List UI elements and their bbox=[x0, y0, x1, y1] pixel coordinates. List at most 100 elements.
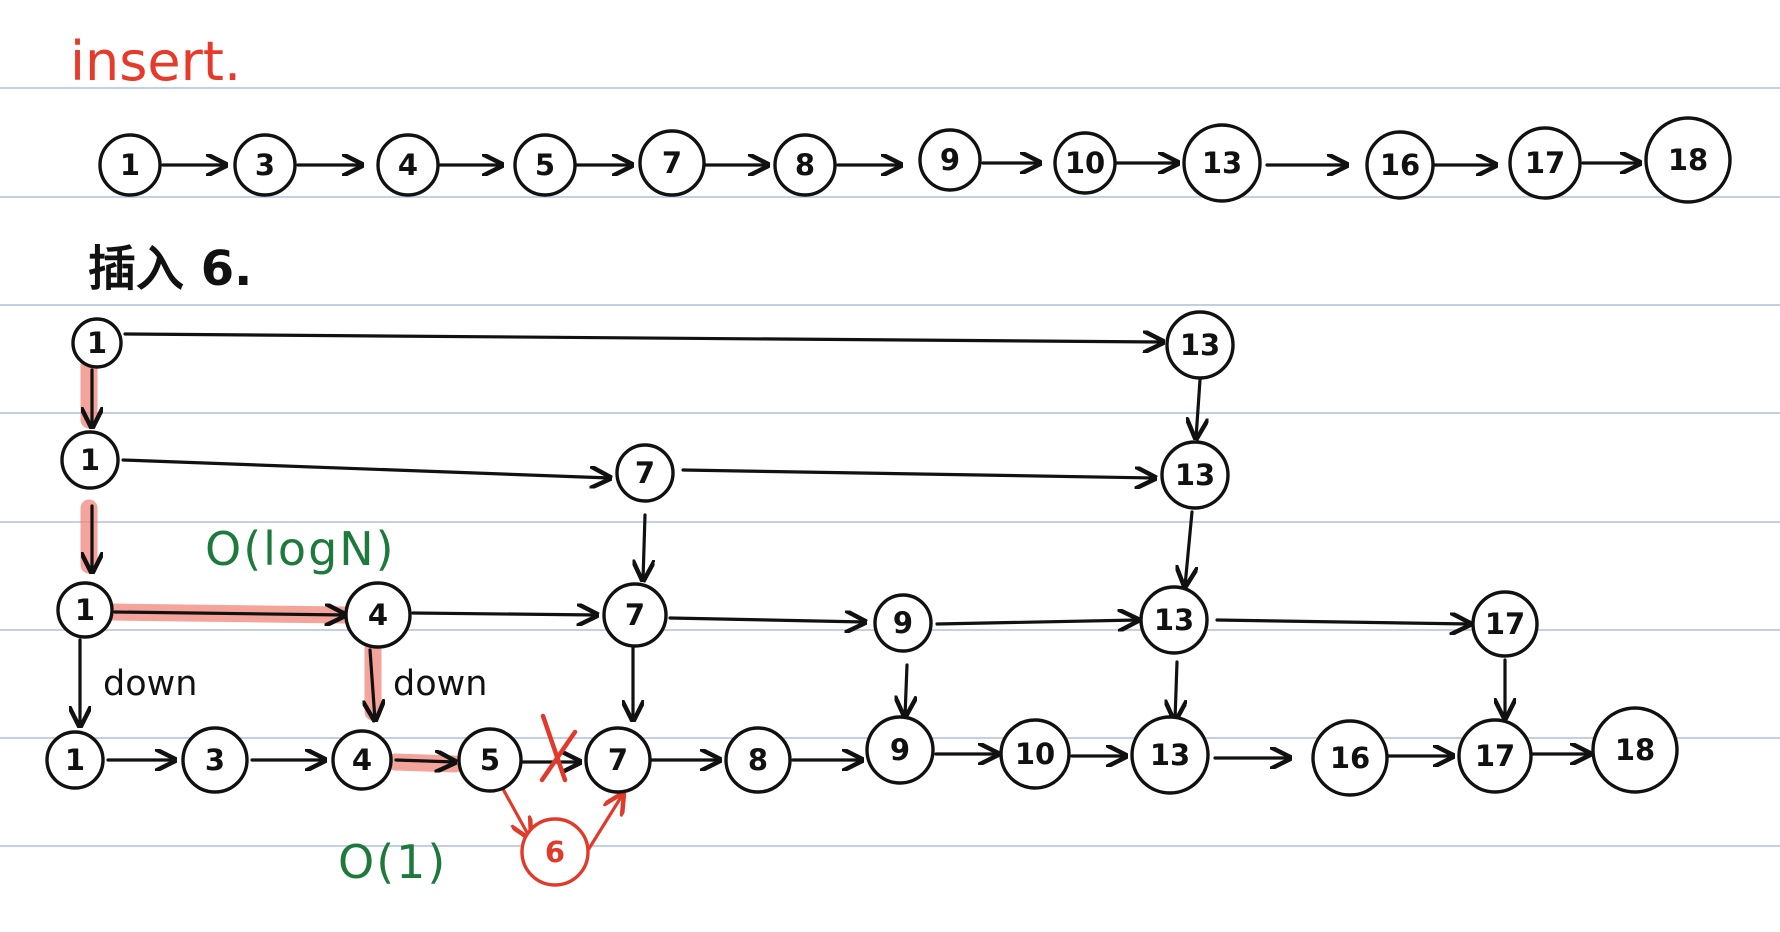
list-node-17: 17 bbox=[1508, 126, 1582, 200]
svg-text:18: 18 bbox=[1615, 733, 1655, 767]
list-node-18: 18 bbox=[1644, 116, 1732, 204]
svg-text:5: 5 bbox=[480, 743, 500, 777]
svg-text:18: 18 bbox=[1668, 143, 1708, 177]
svg-text:7: 7 bbox=[608, 743, 628, 777]
svg-text:1: 1 bbox=[87, 326, 107, 360]
base-node-5: 5 bbox=[457, 727, 523, 793]
svg-text:13: 13 bbox=[1154, 603, 1194, 637]
svg-text:7: 7 bbox=[635, 456, 655, 490]
svg-text:10: 10 bbox=[1065, 146, 1105, 180]
base-node-8: 8 bbox=[724, 726, 792, 794]
skip-arrow bbox=[1215, 620, 1470, 624]
down-label-right: down bbox=[393, 664, 487, 704]
svg-text:6: 6 bbox=[545, 835, 565, 869]
svg-text:17: 17 bbox=[1525, 146, 1565, 180]
level2-node-13: 13 bbox=[1160, 440, 1230, 510]
svg-text:13: 13 bbox=[1202, 146, 1242, 180]
svg-text:9: 9 bbox=[940, 143, 960, 177]
level1-node-9: 9 bbox=[873, 593, 933, 653]
svg-text:17: 17 bbox=[1485, 607, 1525, 641]
diagram-subtitle: 插入 6. bbox=[88, 241, 252, 297]
base-node-10: 10 bbox=[999, 718, 1071, 790]
skip-arrow bbox=[681, 470, 1155, 478]
insert-arrow-out bbox=[583, 794, 623, 857]
svg-text:3: 3 bbox=[205, 743, 225, 777]
skip-arrow bbox=[668, 618, 865, 622]
skip-arrow bbox=[935, 620, 1138, 624]
skip-arrow bbox=[113, 612, 345, 615]
svg-text:1: 1 bbox=[120, 148, 140, 182]
skip-arrow bbox=[121, 458, 610, 478]
svg-text:9: 9 bbox=[890, 733, 910, 767]
list-node-5: 5 bbox=[513, 133, 577, 197]
base-node-9: 9 bbox=[865, 715, 935, 785]
list-node-4: 4 bbox=[376, 133, 440, 197]
level3-node-1: 1 bbox=[71, 317, 123, 369]
list-node-7: 7 bbox=[638, 129, 706, 197]
down-label-left: down bbox=[103, 664, 197, 704]
svg-text:4: 4 bbox=[352, 743, 372, 777]
base-node-13: 13 bbox=[1130, 715, 1210, 795]
svg-text:16: 16 bbox=[1380, 148, 1420, 182]
skip-arrow bbox=[123, 334, 1163, 342]
svg-text:10: 10 bbox=[1015, 737, 1055, 771]
svg-text:13: 13 bbox=[1175, 458, 1215, 492]
svg-text:17: 17 bbox=[1475, 739, 1515, 773]
insert-cost-label: O(1) bbox=[338, 835, 447, 889]
cross-stroke bbox=[539, 729, 578, 783]
svg-text:1: 1 bbox=[75, 593, 95, 627]
base-node-18: 18 bbox=[1591, 706, 1679, 794]
list-node-3: 3 bbox=[233, 133, 297, 197]
level1-node-1: 1 bbox=[56, 581, 114, 639]
svg-text:7: 7 bbox=[662, 146, 682, 180]
search-cost-label: O(logN) bbox=[205, 522, 396, 576]
svg-text:13: 13 bbox=[1150, 738, 1190, 772]
level1-node-13: 13 bbox=[1139, 585, 1209, 655]
base-node-17: 17 bbox=[1457, 718, 1533, 794]
list-node-9: 9 bbox=[918, 128, 982, 192]
level1-node-4: 4 bbox=[344, 581, 412, 649]
svg-text:7: 7 bbox=[625, 598, 645, 632]
down-arrow bbox=[1175, 660, 1177, 720]
level2-node-7: 7 bbox=[615, 443, 675, 503]
down-arrow bbox=[905, 663, 907, 716]
level1-node-7: 7 bbox=[602, 582, 668, 648]
base-node-4: 4 bbox=[331, 729, 393, 791]
down-arrow bbox=[643, 513, 645, 580]
list-node-1: 1 bbox=[98, 133, 162, 197]
list-node-13: 13 bbox=[1182, 123, 1262, 203]
base-node-16: 16 bbox=[1311, 719, 1389, 797]
new-node-6: 6 bbox=[520, 817, 590, 887]
base-node-3: 3 bbox=[181, 726, 249, 794]
base-node-1: 1 bbox=[45, 730, 105, 790]
svg-text:1: 1 bbox=[65, 743, 85, 777]
down-arrow bbox=[1185, 510, 1192, 586]
diagram-title: insert. bbox=[70, 30, 241, 93]
svg-text:13: 13 bbox=[1180, 328, 1220, 362]
svg-text:3: 3 bbox=[255, 148, 275, 182]
list-node-16: 16 bbox=[1365, 130, 1435, 200]
original-list-edges bbox=[161, 163, 1640, 165]
level3-node-13: 13 bbox=[1165, 310, 1235, 380]
down-arrow bbox=[1196, 378, 1200, 438]
svg-text:16: 16 bbox=[1330, 741, 1370, 775]
original-list: 1 3 4 5 7 8 9 10 13 16 17 18 bbox=[98, 116, 1732, 204]
svg-text:4: 4 bbox=[368, 598, 388, 632]
svg-text:8: 8 bbox=[748, 743, 768, 777]
cross-stroke bbox=[540, 713, 568, 783]
down-arrow bbox=[370, 648, 375, 720]
svg-text:8: 8 bbox=[795, 148, 815, 182]
level2-node-1: 1 bbox=[60, 430, 120, 490]
svg-text:1: 1 bbox=[80, 443, 100, 477]
skip-arrow bbox=[411, 613, 597, 615]
svg-text:5: 5 bbox=[535, 148, 555, 182]
level1-node-17: 17 bbox=[1471, 590, 1539, 658]
list-node-8: 8 bbox=[773, 133, 837, 197]
svg-text:4: 4 bbox=[398, 148, 418, 182]
skiplist-edges bbox=[80, 334, 1590, 857]
list-node-10: 10 bbox=[1053, 131, 1117, 195]
base-node-7: 7 bbox=[584, 726, 652, 794]
removed-link-cross bbox=[539, 713, 578, 783]
skiplist-nodes: 1 13 1 7 13 1 4 7 9 13 17 1 3 4 5 7 8 9 … bbox=[45, 310, 1679, 887]
